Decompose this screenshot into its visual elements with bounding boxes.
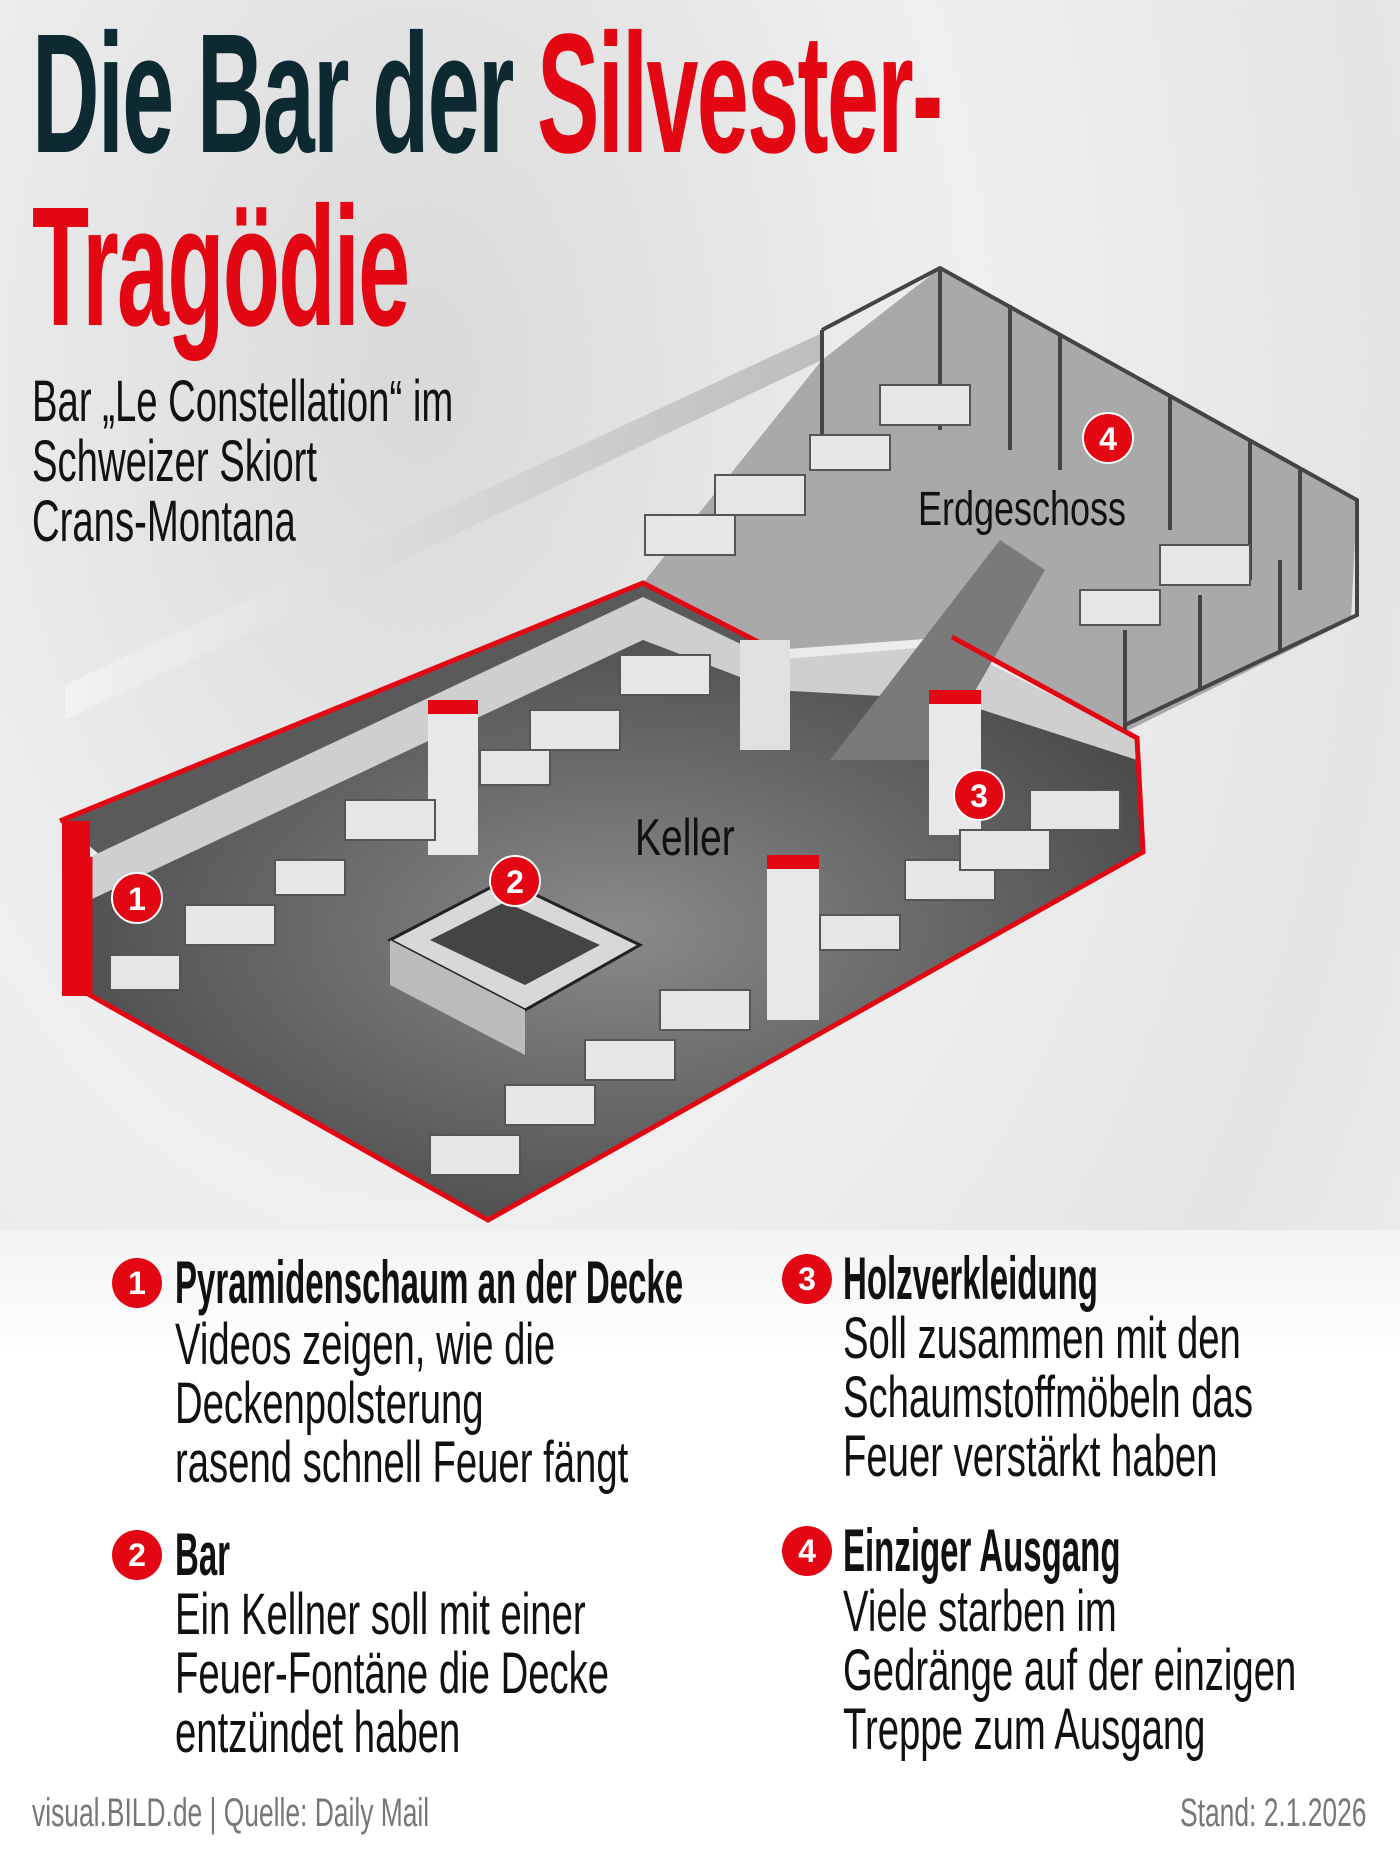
furniture <box>109 384 1251 1176</box>
subtitle-text: Schweizer Skiort <box>32 429 318 494</box>
subtitle-line-3: Crans-Montana <box>32 489 432 554</box>
legend-badge-3: 3 <box>782 1254 832 1304</box>
red-outline <box>59 580 776 824</box>
legend-text: Videos zeigen, wie die <box>175 1312 556 1377</box>
date-stamp: Stand: 2.1.2026 <box>1066 1790 1366 1836</box>
legend-text: Feuer verstärkt haben <box>843 1424 1218 1489</box>
legend-badge-1: 1 <box>112 1258 162 1308</box>
marker-number: 1 <box>128 881 146 917</box>
legend-line: Viele starben im <box>843 1579 1258 1644</box>
date-text: Stand: 2.1.2026 <box>1179 1791 1366 1835</box>
legend-title-text: Holzverkleidung <box>843 1245 1098 1312</box>
legend-line: Feuer-Fontäne die Decke <box>175 1641 833 1706</box>
basement-label: Keller <box>635 807 735 866</box>
marker-4: 4 <box>1082 412 1134 464</box>
legend-text: Treppe zum Ausgang <box>843 1697 1206 1762</box>
legend-text: Gedränge auf der einzigen <box>843 1638 1297 1703</box>
ceiling-slab <box>60 583 774 855</box>
legend-text: Viele starben im <box>843 1579 1117 1644</box>
legend-title-text: Einziger Ausgang <box>843 1517 1121 1584</box>
subtitle-text: Bar „Le Constellation“ im <box>32 369 454 434</box>
background-fade <box>0 1230 1400 1868</box>
headline-line-2: Tragödie <box>32 172 716 362</box>
legend-text: Deckenpolsterung <box>175 1371 484 1436</box>
legend-text: Feuer-Fontäne die Decke <box>175 1641 610 1706</box>
legend-line: entzündet haben <box>175 1700 607 1765</box>
legend-line: Feuer verstärkt haben <box>843 1424 1400 1489</box>
headline-part-3: Tragödie <box>32 172 410 362</box>
legend-line: Schaumstoffmöbeln das <box>843 1365 1400 1430</box>
legend-line: Videos zeigen, wie die <box>175 1312 751 1377</box>
marker-number: 2 <box>506 864 524 900</box>
subtitle-text: Crans-Montana <box>32 489 296 554</box>
legend-badge-2: 2 <box>112 1530 162 1580</box>
legend-text: Schaumstoffmöbeln das <box>843 1365 1253 1430</box>
legend-title-2: Bar <box>175 1521 275 1588</box>
upper-wall <box>65 333 822 720</box>
subtitle-line-2: Schweizer Skiort <box>32 429 464 494</box>
legend-text: entzündet haben <box>175 1700 461 1765</box>
bar-counter <box>386 878 644 1055</box>
legend-title-1: Pyramidenschaum an der Decke <box>175 1249 1099 1316</box>
legend-line: Deckenpolsterung <box>175 1371 643 1436</box>
subtitle-line-1: Bar „Le Constellation“ im <box>32 369 670 434</box>
legend-title-4: Einziger Ausgang <box>843 1517 1348 1584</box>
headline-line-1: Die Bar der Silvester- <box>32 9 1400 179</box>
headline-part-1: Die Bar der <box>32 0 514 189</box>
legend-text: rasend schnell Feuer fängt <box>175 1430 629 1495</box>
marker-3: 3 <box>953 769 1005 821</box>
legend-line: Ein Kellner soll mit einer <box>175 1582 797 1647</box>
red-wall-edge <box>62 821 90 996</box>
legend-badge-4: 4 <box>782 1526 832 1576</box>
marker-2: 2 <box>489 855 541 907</box>
legend-line: Treppe zum Ausgang <box>843 1697 1392 1762</box>
legend-line: Soll zusammen mit den <box>843 1306 1400 1371</box>
basement-floor <box>90 640 1143 1220</box>
source-text: visual.BILD.de | Quelle: Daily Mail <box>32 1791 430 1835</box>
marker-number: 4 <box>1099 421 1117 457</box>
legend-line: Gedränge auf der einzigen <box>843 1638 1400 1703</box>
headline-part-2: Silvester- <box>537 0 943 189</box>
marker-number: 3 <box>970 778 988 814</box>
legend-text: Soll zusammen mit den <box>843 1306 1241 1371</box>
upper-floor-label: Erdgeschoss <box>918 482 1126 535</box>
legend-title-text: Pyramidenschaum an der Decke <box>175 1249 684 1316</box>
marker-1: 1 <box>111 872 163 924</box>
staircase <box>830 540 1045 760</box>
source-credit: visual.BILD.de | Quelle: Daily Mail <box>32 1790 634 1836</box>
legend-title-3: Holzverkleidung <box>843 1245 1306 1312</box>
legend-line: rasend schnell Feuer fängt <box>175 1430 862 1495</box>
legend-title-text: Bar <box>175 1521 231 1588</box>
legend-text: Ein Kellner soll mit einer <box>175 1582 586 1647</box>
